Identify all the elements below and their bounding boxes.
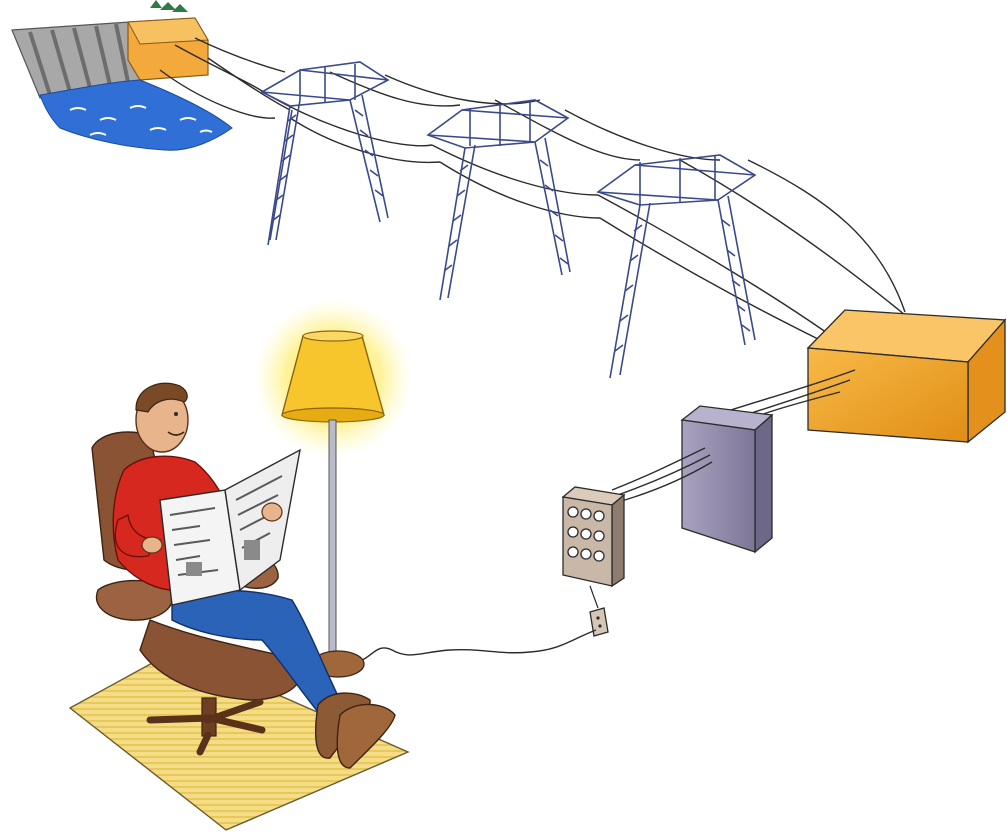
river-water: [40, 80, 232, 150]
hydro-dam: [12, 0, 232, 150]
fuse-box: [563, 487, 624, 608]
transmission-tower: [262, 62, 388, 245]
transmission-tower: [428, 100, 570, 300]
lamp-power-cord: [355, 630, 596, 662]
fuse-icon: [568, 507, 604, 561]
lamp-pole: [329, 420, 336, 660]
tree-icon: [150, 0, 188, 12]
transmission-cables: [160, 38, 905, 340]
transmission-tower: [598, 155, 755, 378]
distribution-cabinet: [682, 406, 772, 552]
